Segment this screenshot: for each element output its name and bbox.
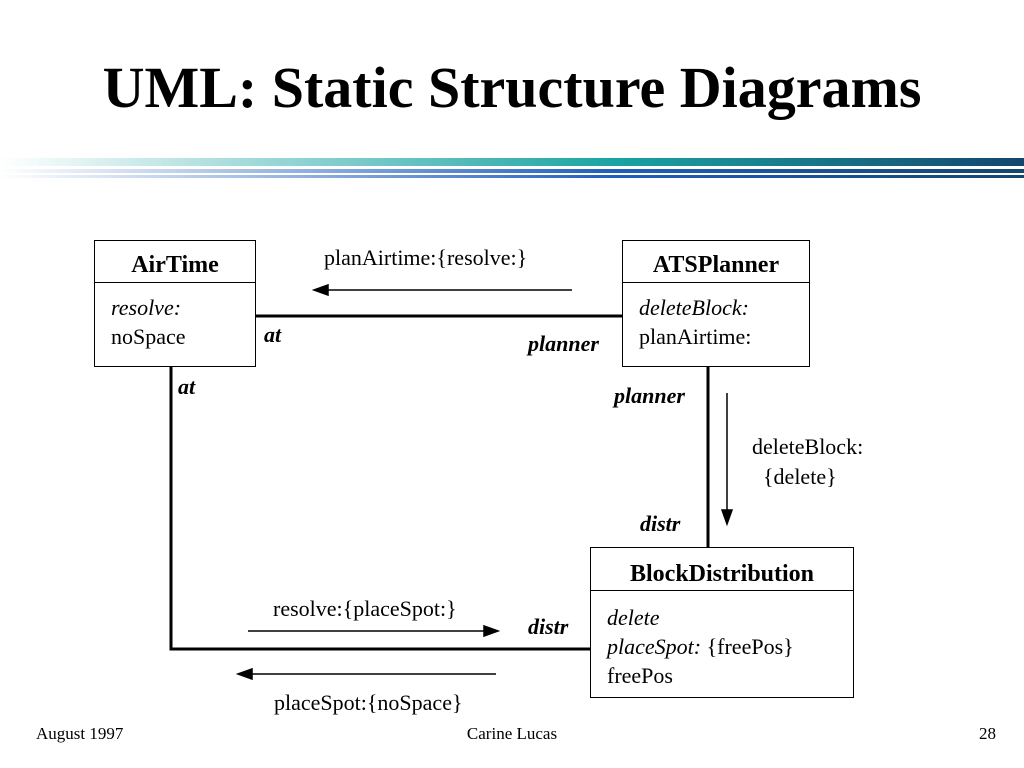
class-atsplanner-body: deleteBlock: planAirtime: bbox=[623, 283, 809, 351]
message-delete-block-line2: {delete} bbox=[752, 464, 837, 489]
class-blockdistribution-body: delete placeSpot: {freePos} freePos bbox=[591, 591, 853, 690]
class-airtime-name: AirTime bbox=[95, 241, 255, 283]
class-airtime-body: resolve: noSpace bbox=[95, 283, 255, 351]
message-place-spot: placeSpot:{noSpace} bbox=[274, 690, 463, 715]
atsplanner-deleteblock-label: deleteBlock: bbox=[639, 295, 749, 320]
footer-date: August 1997 bbox=[36, 724, 124, 743]
class-atsplanner: ATSPlanner deleteBlock: planAirtime: bbox=[622, 240, 810, 367]
class-atsplanner-name: ATSPlanner bbox=[623, 241, 809, 283]
arrowhead-plan-airtime bbox=[311, 283, 329, 297]
arrowhead-delete-block bbox=[720, 509, 734, 527]
blockdist-delete-label: delete bbox=[607, 605, 660, 630]
slide-title: UML: Static Structure Diagrams bbox=[102, 55, 922, 120]
arrowhead-resolve bbox=[483, 624, 501, 638]
role-at-top: at bbox=[264, 322, 282, 347]
role-at-left: at bbox=[178, 374, 196, 399]
association-airtime-blockdist bbox=[169, 366, 590, 651]
message-plan-airtime: planAirtime:{resolve:} bbox=[324, 245, 528, 270]
airtime-nospace-label: noSpace bbox=[111, 324, 186, 349]
blockdist-placespot-line: placeSpot: {freePos} bbox=[607, 632, 853, 661]
role-distr-right: distr bbox=[640, 511, 681, 536]
title-divider-bars bbox=[0, 158, 1024, 178]
role-planner-right: planner bbox=[614, 383, 685, 408]
footer-author: Carine Lucas bbox=[466, 724, 558, 743]
arrowhead-place-spot bbox=[235, 667, 253, 681]
blockdist-placespot-label: placeSpot: bbox=[607, 634, 702, 659]
message-delete-block-line1: deleteBlock: bbox=[752, 434, 864, 459]
message-resolve: resolve:{placeSpot:} bbox=[273, 596, 457, 621]
class-airtime: AirTime resolve: noSpace bbox=[94, 240, 256, 367]
class-blockdistribution-name: BlockDistribution bbox=[591, 548, 853, 591]
footer-page-number: 28 bbox=[979, 724, 996, 743]
role-distr-bottom: distr bbox=[528, 614, 569, 639]
airtime-resolve-label: resolve: bbox=[111, 295, 182, 320]
blockdist-freepos-braces: {freePos} bbox=[701, 634, 794, 659]
blockdist-freepos-label: freePos bbox=[607, 663, 673, 688]
class-blockdistribution: BlockDistribution delete placeSpot: {fre… bbox=[590, 547, 854, 698]
atsplanner-planairtime-label: planAirtime: bbox=[639, 324, 752, 349]
role-planner-top: planner bbox=[528, 331, 599, 356]
